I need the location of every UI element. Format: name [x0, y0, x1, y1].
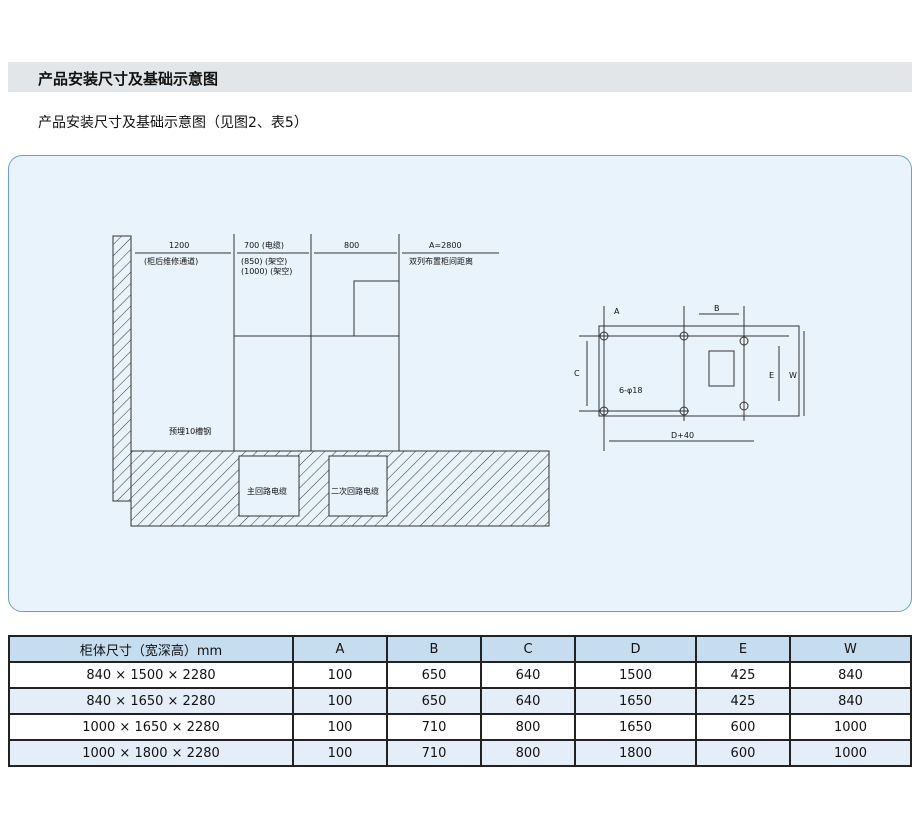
cell: 425	[694, 661, 791, 689]
cell: 100	[292, 687, 388, 715]
cell: 710	[386, 739, 482, 767]
cell: 600	[694, 739, 791, 767]
dim-850-note: (850) (架空)	[241, 256, 287, 266]
cable1-label: 主回路电缆	[247, 486, 287, 496]
dimension-table: 柜体尺寸（宽深高）mm A B C D E W 840 × 1500 × 228…	[8, 635, 913, 767]
cell: 100	[292, 713, 388, 741]
cell: 640	[480, 661, 576, 689]
dim-800: 800	[344, 241, 359, 250]
section-title-band: 产品安装尺寸及基础示意图	[8, 62, 912, 92]
header-b: B	[386, 635, 482, 663]
dim-1200: 1200	[169, 241, 189, 250]
cell: 425	[694, 687, 791, 715]
dim-1200-note: (柜后维修通道)	[144, 256, 198, 266]
cell: 1650	[574, 687, 697, 715]
installation-diagram: 1200 (柜后维修通道) 700 (电缆) (850) (架空) (1000)…	[112, 234, 805, 527]
cell: 600	[694, 713, 791, 741]
cell: 650	[386, 661, 482, 689]
plan-a: A	[614, 307, 620, 316]
header-e: E	[694, 635, 791, 663]
header-a: A	[292, 635, 388, 663]
header-d: D	[574, 635, 697, 663]
cell: 1000 × 1650 × 2280	[8, 713, 294, 741]
dim-700: 700 (电缆)	[244, 240, 284, 250]
plan-holes: 6-φ18	[619, 386, 642, 395]
cell: 650	[386, 687, 482, 715]
plan-b: B	[714, 304, 720, 313]
cell: 800	[480, 739, 576, 767]
header-c: C	[480, 635, 576, 663]
cell: 710	[386, 713, 482, 741]
subtitle: 产品安装尺寸及基础示意图（见图2、表5）	[38, 115, 308, 131]
cell: 1000	[788, 713, 913, 741]
header-size: 柜体尺寸（宽深高）mm	[8, 635, 294, 663]
cell: 840	[788, 687, 913, 715]
dim-a-note: 双列布置柜间距离	[409, 256, 473, 266]
header-w: W	[788, 635, 913, 663]
cell: 1650	[574, 713, 697, 741]
cell: 1500	[574, 661, 697, 689]
cell: 840 × 1500 × 2280	[8, 661, 294, 689]
cell: 100	[292, 739, 388, 767]
plan-d: D+40	[671, 431, 694, 440]
cell: 640	[480, 687, 576, 715]
cell: 1000	[788, 739, 913, 767]
cell: 800	[480, 713, 576, 741]
diagram-panel: 1200 (柜后维修通道) 700 (电缆) (850) (架空) (1000)…	[8, 155, 912, 612]
cell: 1800	[574, 739, 697, 767]
cell: 840	[788, 661, 913, 689]
plan-c: C	[574, 369, 580, 378]
dim-1000-note: (1000) (架空)	[241, 266, 292, 276]
dim-a: A=2800	[429, 241, 462, 250]
plan-w: W	[789, 371, 797, 380]
cell: 840 × 1650 × 2280	[8, 687, 294, 715]
plan-e: E	[769, 371, 774, 380]
section-title: 产品安装尺寸及基础示意图	[38, 70, 219, 88]
channel-label: 预埋10槽钢	[169, 426, 211, 436]
cable2-label: 二次回路电缆	[331, 486, 379, 496]
table-header: 柜体尺寸（宽深高）mm A B C D E W	[8, 635, 913, 663]
cell: 1000 × 1800 × 2280	[8, 739, 294, 767]
cell: 100	[292, 661, 388, 689]
